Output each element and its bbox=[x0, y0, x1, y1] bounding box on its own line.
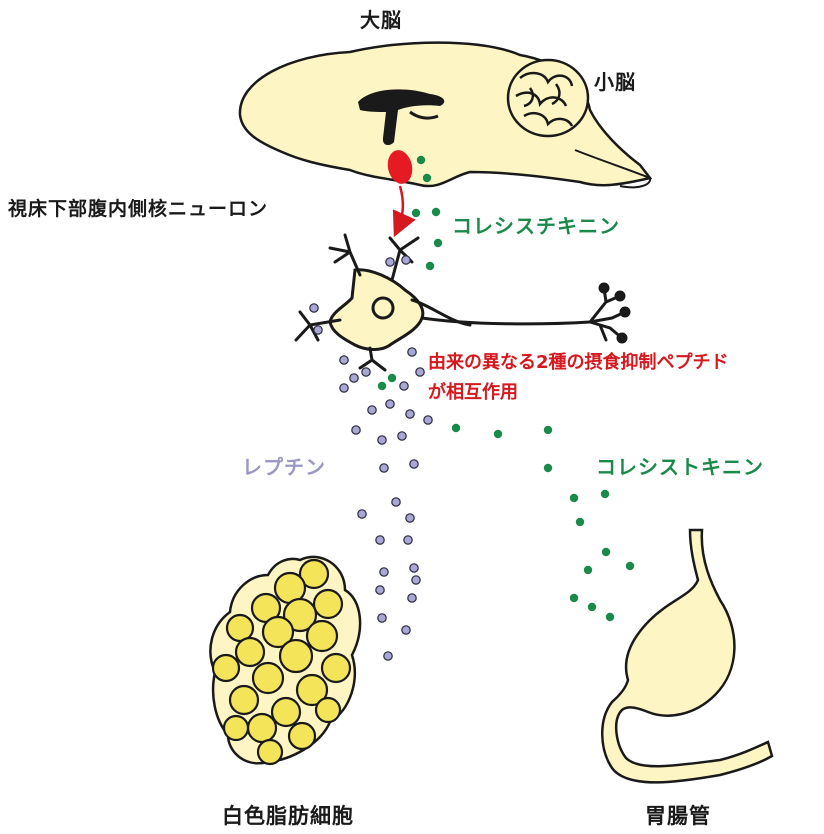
cck-dot bbox=[426, 262, 434, 270]
fat-cell bbox=[258, 740, 282, 764]
fat-cell bbox=[253, 663, 283, 693]
cck-dot bbox=[570, 594, 578, 602]
fat-cell bbox=[314, 590, 342, 618]
brain-outline bbox=[240, 43, 650, 186]
leptin-dot bbox=[362, 368, 370, 376]
brain-illustration bbox=[240, 43, 650, 188]
cck-dot bbox=[602, 548, 610, 556]
label-vmh-neuron: 視床下部腹内側核ニューロン bbox=[8, 198, 268, 221]
neuron bbox=[296, 235, 629, 370]
label-white-adipose: 白色脂肪細胞 bbox=[222, 804, 354, 829]
cck-dot bbox=[434, 239, 442, 247]
leptin-dot bbox=[376, 586, 384, 594]
leptin-dot bbox=[410, 460, 418, 468]
fat-cell bbox=[248, 714, 276, 742]
cck-dot bbox=[570, 494, 578, 502]
cck-dot bbox=[544, 426, 552, 434]
cck-dot bbox=[606, 613, 614, 621]
cck-dot bbox=[417, 156, 425, 164]
fat-cell bbox=[289, 723, 315, 749]
label-cerebellum: 小脳 bbox=[594, 70, 636, 94]
label-cck-brain: コレシスチキニン bbox=[452, 214, 620, 238]
neuron-nucleus bbox=[373, 298, 393, 318]
leptin-dot bbox=[340, 384, 348, 392]
leptin-dot bbox=[408, 348, 416, 356]
leptin-dot bbox=[378, 436, 386, 444]
leptin-dot bbox=[386, 258, 394, 266]
leptin-dot bbox=[410, 564, 418, 572]
fat-cell bbox=[224, 716, 248, 740]
leptin-dot bbox=[424, 416, 432, 424]
cck-dot bbox=[588, 603, 596, 611]
label-cerebrum: 大脳 bbox=[360, 8, 402, 32]
leptin-dot bbox=[406, 410, 414, 418]
label-interaction-line1: 由来の異なる2種の摂食抑制ペプチド bbox=[428, 352, 729, 374]
fat-cell bbox=[272, 698, 300, 726]
leptin-dot bbox=[416, 368, 424, 376]
leptin-dot bbox=[378, 614, 386, 622]
cck-dot bbox=[412, 209, 420, 217]
label-leptin: レプチン bbox=[242, 455, 326, 479]
label-interaction-line2: が相互作用 bbox=[428, 382, 518, 404]
leptin-dot bbox=[314, 326, 322, 334]
leptin-dot bbox=[358, 510, 366, 518]
leptin-dot bbox=[310, 304, 318, 312]
cck-dot bbox=[432, 208, 440, 216]
fat-cell bbox=[236, 638, 264, 666]
leptin-dot bbox=[352, 426, 360, 434]
leptin-dot bbox=[412, 576, 420, 584]
fat-cell bbox=[316, 698, 340, 722]
cck-dot bbox=[576, 518, 584, 526]
cck-dot bbox=[601, 490, 609, 498]
leptin-dot bbox=[350, 374, 358, 382]
cck-dot bbox=[626, 562, 634, 570]
leptin-dot bbox=[368, 406, 376, 414]
leptin-dot bbox=[380, 464, 388, 472]
leptin-dot bbox=[392, 498, 400, 506]
leptin-dot bbox=[406, 514, 414, 522]
cck-dot bbox=[378, 382, 386, 390]
leptin-dot bbox=[384, 652, 392, 660]
leptin-dot bbox=[408, 594, 416, 602]
leptin-dot bbox=[402, 256, 410, 264]
cck-dot bbox=[544, 464, 552, 472]
leptin-dot bbox=[386, 400, 394, 408]
label-cck-gut: コレシストキニン bbox=[596, 455, 764, 479]
fat-cell bbox=[280, 640, 312, 672]
leptin-dot bbox=[380, 568, 388, 576]
leptin-dot bbox=[400, 382, 408, 390]
leptin-dot bbox=[398, 432, 406, 440]
fat-cell bbox=[213, 655, 239, 681]
cck-dot bbox=[452, 424, 460, 432]
leptin-dot bbox=[340, 356, 348, 364]
cck-dot bbox=[494, 430, 502, 438]
cck-dot bbox=[423, 174, 431, 182]
fat-cell bbox=[230, 686, 258, 714]
cerebellum bbox=[508, 60, 588, 136]
label-gut: 胃腸管 bbox=[645, 804, 711, 829]
fat-cell bbox=[322, 654, 350, 682]
fat-cell bbox=[307, 621, 337, 651]
leptin-dot bbox=[402, 626, 410, 634]
cck-dot bbox=[388, 374, 396, 382]
leptin-dot bbox=[404, 536, 412, 544]
cck-dot bbox=[584, 566, 592, 574]
leptin-dot bbox=[376, 536, 384, 544]
projection-arrow bbox=[398, 186, 403, 228]
